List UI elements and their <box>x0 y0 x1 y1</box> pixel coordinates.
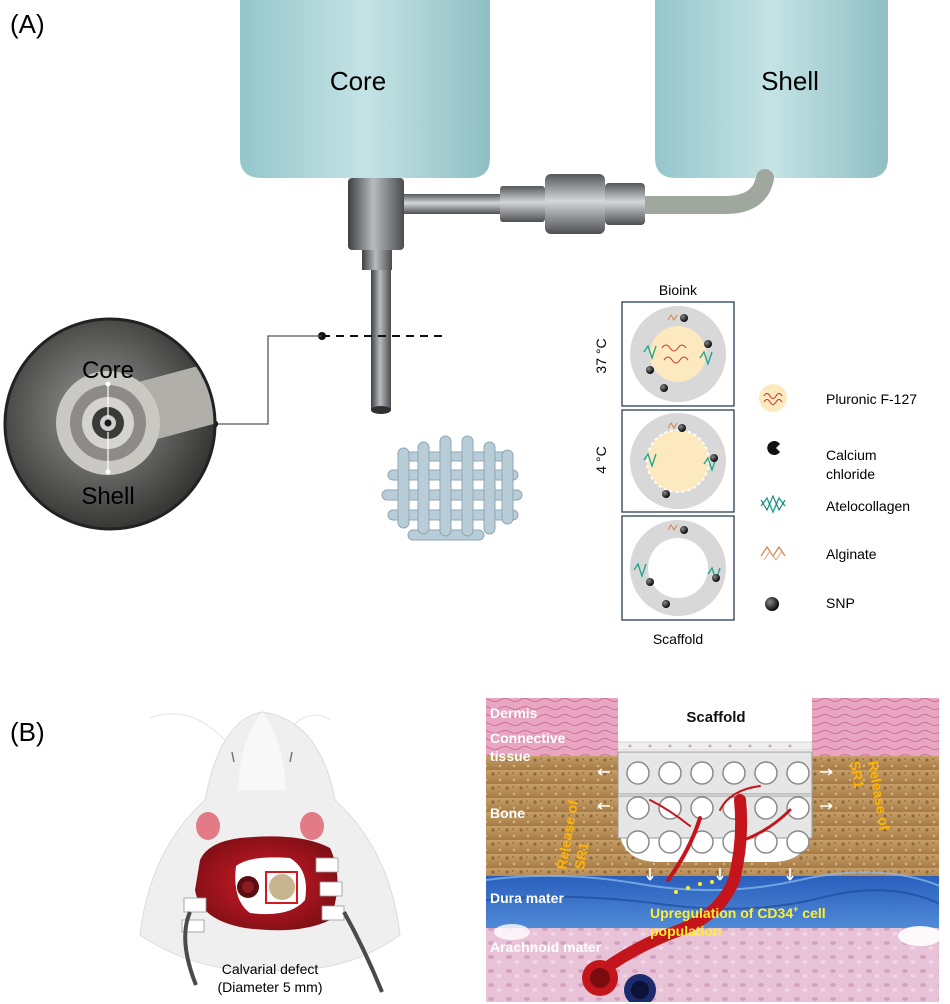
legend-alginate: Alginate <box>826 546 877 562</box>
printed-scaffold <box>381 435 523 541</box>
calvarial-caption-1: Calvarial defect <box>222 961 319 977</box>
temp-37-label: 37 °C <box>593 338 609 373</box>
shell-reservoir <box>655 0 888 178</box>
label-dura: Dura mater <box>490 890 564 906</box>
temp-4-label: 4 °C <box>593 446 609 473</box>
bioink-state-37c <box>621 301 735 407</box>
legend-calcium-2: chloride <box>826 466 875 482</box>
shell-tube <box>631 169 774 214</box>
calvarial-caption-2: (Diameter 5 mm) <box>217 979 322 995</box>
label-arachnoid: Arachnoid mater <box>490 939 602 955</box>
legend-pluronic: Pluronic F-127 <box>826 391 917 407</box>
bioink-label: Bioink <box>659 282 698 298</box>
blood-vessels <box>584 785 792 986</box>
legend-snp: SNP <box>826 595 855 611</box>
panel-a-label: (A) <box>10 9 45 39</box>
inset-shell-label: Shell <box>81 483 134 510</box>
upregulation-sup: + <box>793 904 798 914</box>
release-arrows <box>597 768 833 881</box>
release-left-2: SR1 <box>571 841 592 871</box>
panel-b-label: (B) <box>10 717 45 747</box>
legend-atelocollagen: Atelocollagen <box>826 498 910 514</box>
core-reservoir-label: Core <box>330 66 386 96</box>
scaffold-state-label: Scaffold <box>653 631 703 647</box>
mouse-illustration <box>139 711 401 993</box>
label-connective-1: Connective <box>490 730 566 746</box>
bioink-state-4c <box>621 409 735 513</box>
label-dermis: Dermis <box>490 705 538 721</box>
nozzle-inset <box>3 317 217 531</box>
inset-connector-line <box>214 335 322 425</box>
label-connective-2: tissue <box>490 748 531 764</box>
bioink-state-scaffold <box>621 515 735 621</box>
atelocollagen-icon <box>760 496 786 514</box>
release-right-2: SR1 <box>847 760 868 790</box>
upregulation-line2: population <box>650 923 722 939</box>
calcium-chloride-icon <box>767 441 780 455</box>
shell-reservoir-label: Shell <box>761 66 819 96</box>
scaffold-strands <box>626 761 810 854</box>
upregulation-line1b: cell <box>798 905 825 921</box>
snp-icon <box>765 597 779 611</box>
coaxial-nozzle <box>348 178 404 414</box>
coaxial-connector <box>395 174 645 234</box>
tissue-section <box>486 698 939 1002</box>
arachnoid-layer <box>486 928 939 1002</box>
dura-layer <box>486 876 939 928</box>
core-reservoir <box>240 0 490 178</box>
upregulation-line1: Upregulation of CD34 <box>650 905 793 921</box>
legend: Pluronic F-127 Calcium chloride Atelocol… <box>759 384 917 611</box>
inset-core-label: Core <box>82 357 134 384</box>
svg-text:Upregulation of CD34+ cell: Upregulation of CD34+ cell <box>650 904 826 921</box>
legend-calcium-1: Calcium <box>826 447 877 463</box>
upregulation-label: Upregulation of CD34+ cell population <box>650 904 826 939</box>
label-bone: Bone <box>490 805 525 821</box>
label-scaffold: Scaffold <box>686 709 745 726</box>
